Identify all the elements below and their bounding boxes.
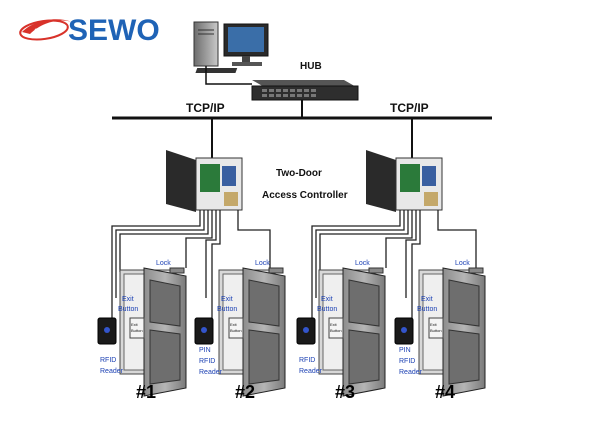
controller-label-line2: Access Controller xyxy=(262,190,348,201)
reader-label-line-2: Reader xyxy=(299,368,323,375)
wiring-right xyxy=(311,210,477,330)
door-number: #4 xyxy=(435,382,455,402)
controller-right xyxy=(366,150,443,212)
reader-led xyxy=(401,327,407,333)
hub-device xyxy=(251,80,359,101)
lock-device xyxy=(368,267,384,274)
reader-label-line-1: RFID xyxy=(299,357,315,364)
tcpip-left-label: TCP/IP xyxy=(186,101,225,115)
reader-label-line-1: PIN xyxy=(199,347,211,354)
lock-label: Lock xyxy=(156,260,171,267)
hub-label: HUB xyxy=(300,61,322,72)
lock-device xyxy=(468,267,484,274)
exit-panel-button-text: Button xyxy=(430,328,442,333)
lock-device xyxy=(169,267,185,274)
exit-panel-text: Exit xyxy=(430,322,438,327)
exit-panel-button-text: Button xyxy=(330,328,342,333)
door-window-bottom xyxy=(448,329,480,385)
reader-led xyxy=(201,327,207,333)
reader-label-line-2: RFID xyxy=(199,358,215,365)
exit-button-box xyxy=(228,317,244,339)
brand-logo: SEWO SEWO xyxy=(19,14,160,47)
exit-panel-button-text: Button xyxy=(230,328,242,333)
controller-left xyxy=(166,150,243,212)
logo-wordmark: SEWO xyxy=(68,14,160,47)
reader-label-line-3: Reader xyxy=(199,369,223,376)
door-number: #3 xyxy=(335,382,355,402)
door-window-top xyxy=(348,279,380,327)
exit-button-label: Button xyxy=(317,306,337,313)
logo-swoosh xyxy=(22,19,72,34)
exit-button-label: Button xyxy=(118,306,138,313)
exit-panel-text: Exit xyxy=(230,322,238,327)
reader-label-line-3: Reader xyxy=(399,369,423,376)
door-number: #1 xyxy=(136,382,156,402)
reader-label-line-1: RFID xyxy=(100,357,116,364)
exit-label: Exit xyxy=(221,296,233,303)
door-number: #2 xyxy=(235,382,255,402)
door-window-top xyxy=(248,279,280,327)
door-window-top xyxy=(448,279,480,327)
exit-button-box xyxy=(328,317,344,339)
reader-label-line-2: Reader xyxy=(100,368,124,375)
computer-icon xyxy=(193,21,269,73)
logo-ring xyxy=(19,19,69,41)
reader-led xyxy=(104,327,110,333)
pc-hub-cable xyxy=(205,66,252,85)
exit-panel-button-text: Button xyxy=(131,328,143,333)
exit-label: Exit xyxy=(122,296,134,303)
exit-label: Exit xyxy=(321,296,333,303)
door-window-bottom xyxy=(348,329,380,385)
exit-button-box xyxy=(428,317,444,339)
reader-label-line-1: PIN xyxy=(399,347,411,354)
door-window-bottom xyxy=(248,329,280,385)
wiring-left xyxy=(111,210,271,330)
door-window-bottom xyxy=(149,329,181,385)
logo-tag: SEWO xyxy=(34,29,53,35)
exit-button-box xyxy=(129,317,145,339)
doors-layer: LockExitButtonExitButtonRFIDReader#1Lock… xyxy=(97,260,486,402)
reader-label-line-2: RFID xyxy=(399,358,415,365)
lock-label: Lock xyxy=(455,260,470,267)
exit-panel-text: Exit xyxy=(131,322,139,327)
lock-label: Lock xyxy=(255,260,270,267)
reader-led xyxy=(303,327,309,333)
tcpip-right-label: TCP/IP xyxy=(390,101,429,115)
controller-label-line1: Two-Door xyxy=(276,168,322,179)
exit-button-label: Button xyxy=(217,306,237,313)
door-window-top xyxy=(149,279,181,327)
exit-panel-text: Exit xyxy=(330,322,338,327)
lock-label: Lock xyxy=(355,260,370,267)
exit-label: Exit xyxy=(421,296,433,303)
lock-device xyxy=(268,267,284,274)
exit-button-label: Button xyxy=(417,306,437,313)
